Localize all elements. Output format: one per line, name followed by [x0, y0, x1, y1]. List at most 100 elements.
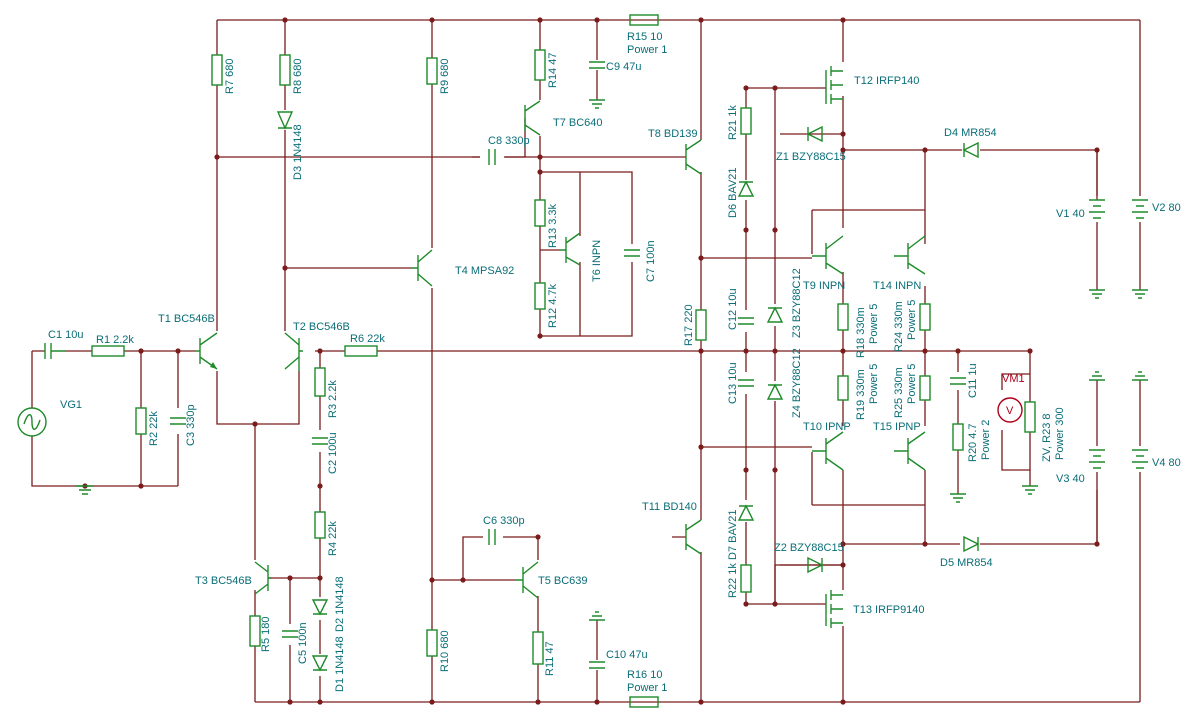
label-r21: R21 1k	[727, 105, 739, 140]
label-r23: ZV, R23 8	[1041, 413, 1053, 462]
transistor-t4	[412, 249, 433, 287]
label-c6: C6 330p	[483, 515, 525, 527]
label-t9: T9 INPN	[803, 280, 845, 292]
label-d2: D2 1N4148	[334, 576, 346, 632]
resistor-r18	[837, 303, 849, 331]
battery-v4	[1132, 449, 1148, 469]
capacitor-c2	[312, 437, 328, 445]
label-r17: R17 220	[683, 304, 695, 346]
transistor-t7	[524, 100, 541, 136]
label-r6: R6 22k	[350, 333, 385, 345]
label-d4: D4 MR854	[944, 127, 997, 139]
resistor-r24	[919, 303, 931, 331]
resistor-r22	[740, 564, 752, 593]
label-z4: Z4 BZY88C12	[791, 348, 803, 418]
label-t1: T1 BC546B	[158, 313, 215, 325]
label-t11: T11 BD140	[642, 501, 697, 513]
label-vg1: VG1	[60, 399, 82, 411]
label-r15-power: Power 1	[627, 44, 667, 56]
label-d1: D1 1N4148	[334, 636, 346, 692]
resistor-r25	[919, 375, 931, 401]
mosfet-t12	[825, 66, 843, 104]
capacitor-c9	[589, 61, 605, 69]
zener-z4	[766, 383, 784, 400]
label-r19: R19 330m	[855, 369, 867, 420]
label-r14: R14 47	[547, 53, 559, 88]
label-r20-power: Power 2	[980, 420, 992, 460]
components: V	[17, 14, 1148, 708]
signal-source-vg1	[17, 407, 47, 437]
transistor-t15	[894, 431, 926, 471]
label-z2: Z2 BZY88C15	[774, 542, 844, 554]
capacitor-c1	[44, 343, 65, 359]
label-t5: T5 BC639	[538, 575, 588, 587]
diode-d4	[962, 141, 979, 159]
label-r1: R1 2.2k	[96, 334, 134, 346]
labels: C1 10u R1 2.2k VG1 T1 BC546B T2 BC546B R…	[48, 31, 1181, 694]
capacitor-c8	[488, 149, 496, 165]
label-r25: R25 330m	[893, 367, 905, 418]
transistor-t2	[284, 332, 303, 371]
label-c12: C12 10u	[727, 288, 739, 330]
resistor-r12	[534, 282, 546, 310]
transistor-t8	[685, 139, 702, 175]
label-r13: R13 3.3k	[547, 203, 559, 248]
label-t4: T4 MPSA92	[455, 265, 514, 277]
label-t12: T12 IRFP140	[854, 75, 919, 87]
label-r11: R11 47	[544, 641, 556, 676]
label-r8: R8 680	[292, 59, 304, 94]
transistor-t11	[685, 519, 702, 555]
resistor-r21	[740, 107, 752, 135]
label-v4: V4 80	[1152, 457, 1181, 469]
svg-text:V: V	[1006, 405, 1014, 417]
label-r23-power: Power 300	[1054, 407, 1066, 460]
transistor-t1	[196, 332, 218, 370]
voltmeter-vm1: V	[997, 397, 1023, 423]
transistor-t5	[515, 561, 539, 599]
label-t6: T6 INPN	[591, 240, 603, 282]
label-c9: C9 47u	[606, 61, 641, 73]
label-r25-power: Power 5	[906, 364, 918, 404]
label-r7: R7 680	[224, 59, 236, 94]
diode-d3	[276, 111, 294, 130]
label-r2: R2 22k	[148, 411, 160, 446]
diode-d6	[737, 180, 755, 197]
label-c3: C3 330p	[185, 404, 197, 446]
label-c5: C5 100n	[297, 622, 309, 664]
capacitor-c11	[950, 377, 966, 385]
label-z1: Z1 BZY88C15	[776, 151, 846, 163]
resistor-r16	[629, 696, 659, 708]
diode-d5	[963, 535, 980, 553]
label-r24-power: Power 5	[906, 300, 918, 340]
label-d5: D5 MR854	[940, 557, 993, 569]
label-t13: T13 IRFP9140	[853, 604, 925, 616]
label-r22: R22 1k	[727, 563, 739, 598]
resistor-r3	[314, 367, 326, 397]
resistor-r6	[344, 345, 378, 357]
label-t8: T8 BD139	[648, 128, 698, 140]
resistor-r20	[952, 423, 964, 451]
resistor-r2	[135, 407, 147, 435]
label-r10: R10 680	[439, 630, 451, 672]
label-c1: C1 10u	[48, 329, 83, 341]
resistor-r4	[314, 511, 326, 539]
label-r18-power: Power 5	[868, 304, 880, 344]
zener-z3	[766, 306, 784, 323]
capacitor-c3	[170, 417, 186, 425]
transistor-t10	[812, 431, 844, 471]
transistor-t9	[812, 235, 844, 275]
label-c8: C8 330p	[488, 135, 530, 147]
wires	[31, 19, 1141, 703]
diode-d7	[737, 504, 755, 521]
label-c10: C10 47u	[606, 649, 648, 661]
battery-v3	[1089, 449, 1105, 469]
capacitor-c5	[282, 630, 298, 638]
capacitor-c13	[738, 379, 754, 387]
label-r16-power: Power 1	[627, 682, 667, 694]
label-r12: R12 4.7k	[547, 283, 559, 328]
label-c2: C2 100u	[327, 432, 339, 474]
label-v1: V1 40	[1056, 208, 1085, 220]
resistor-r1	[91, 345, 125, 357]
ground-symbols	[76, 99, 1148, 621]
